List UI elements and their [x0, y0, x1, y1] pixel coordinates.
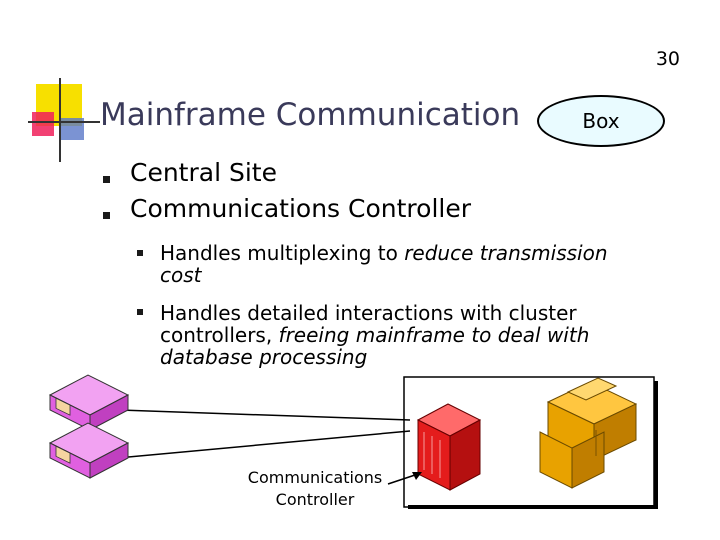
box-oval-label: Box	[537, 95, 665, 147]
controller-caption-line1: Communications	[247, 468, 383, 487]
arrow-icon	[387, 472, 422, 485]
title-ornament	[28, 78, 100, 162]
sub-bullet-interactions: Handles detailed interactions with clust…	[160, 302, 620, 368]
communications-controller-icon	[416, 403, 482, 491]
controller-caption: Communications Controller	[240, 467, 390, 511]
link-line-lower	[117, 430, 411, 459]
sub-bullet-multiplexing: Handles multiplexing to reduce transmiss…	[160, 242, 630, 286]
bullet-communications-controller: Communications Controller	[130, 194, 471, 223]
sub-bullet-interactions-text: Handles detailed interactions with clust…	[160, 301, 577, 347]
sub-bullet-marker	[137, 309, 143, 315]
sub-bullet-marker	[137, 250, 143, 256]
bullet-marker	[103, 176, 110, 183]
cluster-controller-icon	[48, 374, 130, 431]
bullet-marker	[103, 212, 110, 219]
bullet-central-site: Central Site	[130, 158, 277, 187]
controller-caption-line2: Controller	[275, 490, 355, 509]
sub-bullet-multiplexing-italic: reduce transmission cost	[160, 241, 608, 287]
mainframe-icon	[539, 377, 638, 489]
cluster-controller-icon	[48, 422, 130, 479]
page-number: 30	[655, 48, 680, 70]
sub-bullet-interactions-italic: freeing mainframe to deal with database …	[160, 323, 590, 369]
sub-bullet-multiplexing-text: Handles multiplexing to	[160, 241, 405, 265]
link-line-upper	[117, 409, 411, 421]
slide-title: Mainframe Communication	[100, 97, 521, 133]
